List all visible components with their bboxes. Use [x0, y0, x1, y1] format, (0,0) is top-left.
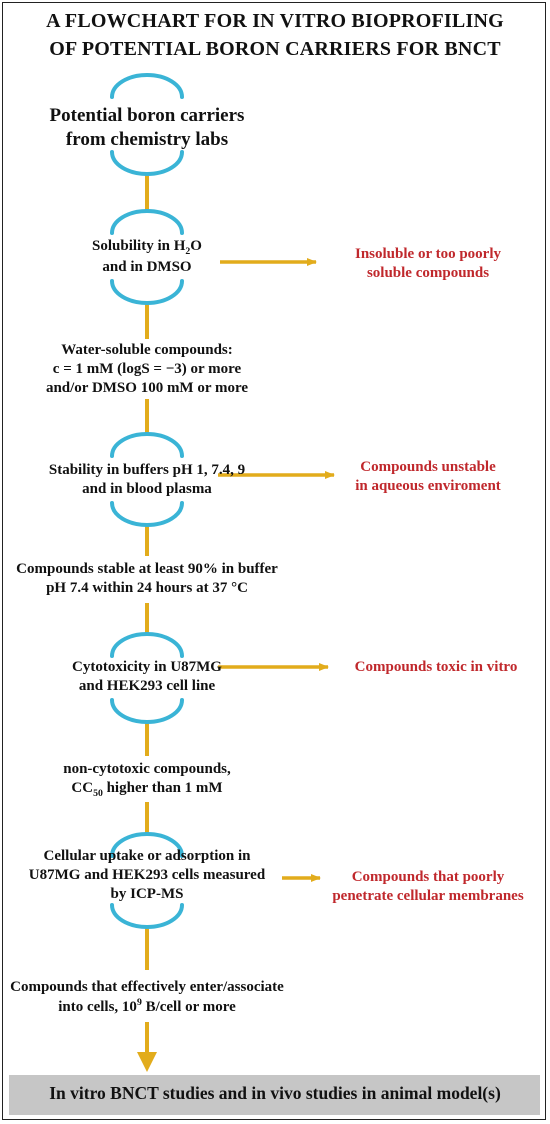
outcome-cell-entry-line-1: Compounds that effectively enter/associa…	[10, 979, 284, 995]
step-uptake-line-3: by ICP-MS	[110, 885, 184, 902]
outcome-cell-entry: Compounds that effectively enter/associa…	[0, 978, 294, 1017]
step-cytotoxicity-line-1: Cytotoxicity in U87MG	[72, 659, 222, 675]
outcome-water-soluble-line-2: c = 1 mM (logS = −3) or more	[52, 360, 242, 377]
reject-insoluble: Insoluble or too poorly soluble compound…	[323, 245, 533, 283]
title-line-1: A FLOWCHART FOR IN VITRO BIOPROFILING	[46, 10, 504, 32]
step-solubility-line-1: Solubility in H2O	[92, 238, 202, 257]
reject-unstable-line-1: Compounds unstable	[360, 459, 496, 475]
step-solubility: Solubility in H2O and in DMSO	[0, 237, 294, 277]
reject-poor-penetration-line-1: Compounds that poorly	[351, 869, 505, 885]
outcome-water-soluble-line-3: and/or DMSO 100 mM or more	[45, 379, 249, 396]
reject-poor-penetration-line-2: penetrate cellular membranes	[332, 887, 524, 904]
arc-top-2	[110, 209, 184, 235]
step-stability-line-2: and in blood plasma	[82, 480, 212, 497]
outcome-non-cytotoxic: non-cytotoxic compounds, CC50 higher tha…	[0, 760, 294, 800]
final-label: In vitro BNCT studies and in vivo studie…	[49, 1083, 501, 1103]
reject-unstable-line-2: in aqueous enviroment	[355, 477, 501, 494]
reject-poor-penetration: Compounds that poorly penetrate cellular…	[318, 868, 538, 906]
arc-top-5	[110, 832, 184, 858]
reject-unstable: Compounds unstable in aqueous enviroment	[323, 458, 533, 496]
final-arrowhead	[137, 1052, 157, 1072]
arc-top-3	[110, 432, 184, 458]
arc-bottom-4	[110, 698, 184, 724]
arc-top-1	[110, 73, 184, 99]
final-box	[9, 1075, 540, 1115]
step-uptake: Cellular uptake or adsorption in U87MG a…	[0, 847, 294, 903]
title-line-2: OF POTENTIAL BORON CARRIERS FOR BNCT	[49, 38, 501, 60]
reject-insoluble-line-2: soluble compounds	[366, 264, 490, 281]
step-cytotoxicity-line-2: and HEK293 cell line	[78, 677, 216, 694]
step-solubility-line-2: and in DMSO	[102, 259, 192, 276]
step-source: Potential boron carriers from chemistry …	[0, 104, 294, 152]
outcome-stable-line-2: pH 7.4 within 24 hours at 37 °C	[46, 579, 248, 596]
outcome-water-soluble-line-1: Water-soluble compounds:	[61, 342, 233, 358]
outcome-stable: Compounds stable at least 90% in buffer …	[0, 560, 294, 598]
step-source-line-1: Potential boron carriers	[49, 105, 245, 126]
step-uptake-line-2: U87MG and HEK293 cells measured	[28, 866, 266, 883]
arc-bottom-1	[110, 150, 184, 176]
arc-bottom-2	[110, 279, 184, 305]
outcome-cell-entry-line-2: into cells, 109 B/cell or more	[58, 996, 236, 1015]
arc-top-4	[110, 632, 184, 658]
reject-toxic-line-1: Compounds toxic in vitro	[354, 659, 518, 675]
step-uptake-line-1: Cellular uptake or adsorption in	[43, 848, 251, 864]
arc-bottom-3	[110, 501, 184, 527]
outcome-stable-line-1: Compounds stable at least 90% in buffer	[16, 561, 278, 577]
reject-insoluble-line-1: Insoluble or too poorly	[355, 246, 501, 262]
reject-toxic: Compounds toxic in vitro	[331, 658, 541, 677]
arc-bottom-5	[110, 903, 184, 929]
step-stability-line-1: Stability in buffers pH 1, 7.4, 9	[48, 462, 246, 478]
outcome-non-cytotoxic-line-2: CC50 higher than 1 mM	[71, 779, 223, 799]
step-source-line-2: from chemistry labs	[65, 128, 229, 150]
outcome-water-soluble: Water-soluble compounds: c = 1 mM (logS …	[0, 341, 294, 397]
outcome-non-cytotoxic-line-1: non-cytotoxic compounds,	[63, 761, 231, 777]
step-stability: Stability in buffers pH 1, 7.4, 9 and in…	[0, 461, 294, 499]
step-cytotoxicity: Cytotoxicity in U87MG and HEK293 cell li…	[0, 658, 294, 696]
